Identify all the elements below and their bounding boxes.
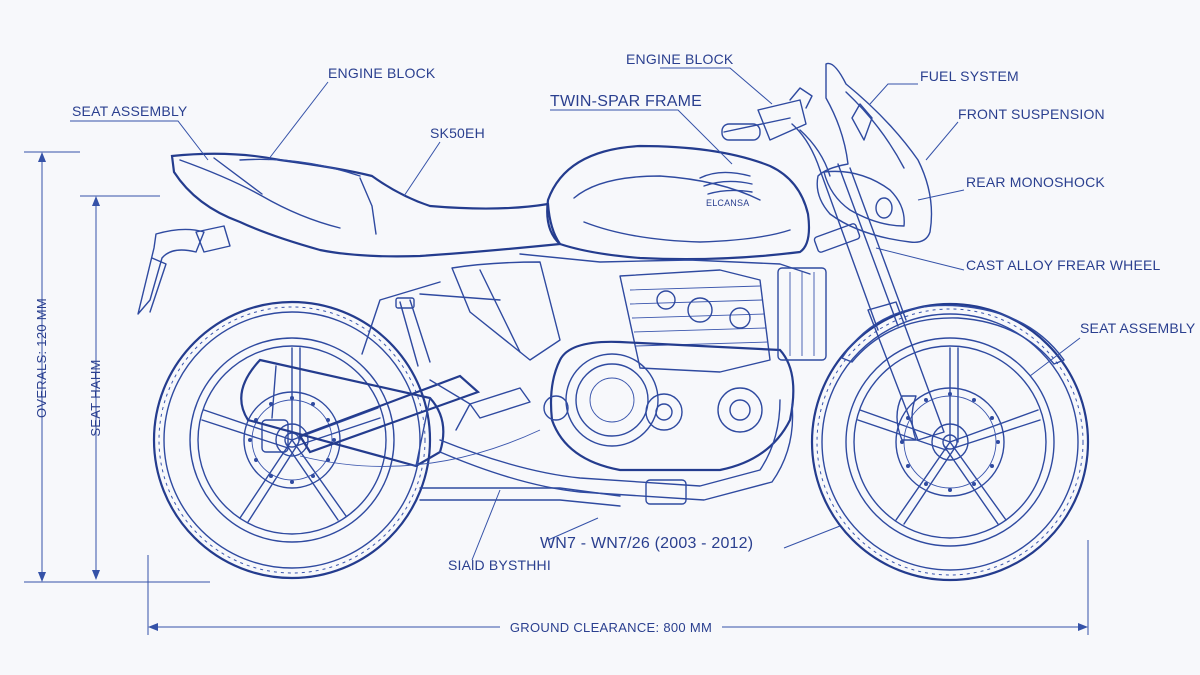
fuel-tank — [546, 144, 811, 261]
front-fender — [841, 304, 1065, 365]
headlight-fairing — [816, 62, 933, 243]
leader-stand-system — [471, 489, 501, 561]
callout-fuel-system: FUEL SYSTEM — [920, 68, 1019, 84]
arrow-right — [1078, 623, 1088, 631]
drive-chain — [299, 429, 541, 467]
frame — [298, 253, 811, 454]
leader-fuel-system — [869, 83, 918, 105]
tank-badge: ELCANSA — [706, 198, 749, 208]
arrow-down-2 — [92, 570, 100, 580]
ground-clearance-label: GROUND CLEARANCE: 800 MM — [510, 620, 712, 635]
callout-twin-spar-frame: TWIN-SPAR FRAME — [550, 93, 702, 110]
handlebar — [721, 87, 831, 177]
arrow-up — [38, 152, 46, 162]
exhaust — [240, 358, 794, 507]
leader-front-suspension — [925, 121, 959, 161]
overall-dimension-label: OVERALS: 120 MM — [34, 298, 49, 418]
leader-rear-monoshock — [917, 189, 965, 201]
arrow-down — [38, 572, 46, 582]
leader-engine-block-top — [660, 67, 773, 105]
front-forks — [813, 163, 945, 441]
leader-seat-assembly-right — [1029, 337, 1081, 377]
leader-lines — [70, 67, 1081, 561]
leader-model-years-2 — [547, 517, 599, 541]
callout-seat-assembly-left: SEAT ASSEMBLY — [72, 103, 188, 119]
seat-height-label: SEAT HAHM — [88, 359, 103, 436]
callout-model-years: WN7 - WN7/26 (2003 - 2012) — [540, 535, 753, 552]
callout-engine-block-top: ENGINE BLOCK — [626, 51, 734, 67]
callout-seat-assembly-right: SEAT ASSEMBLY — [1080, 320, 1196, 336]
dimension-lines — [24, 151, 1089, 635]
arrow-up-2 — [92, 196, 100, 206]
arrow-left — [148, 623, 158, 631]
front-wheel — [810, 302, 1090, 582]
leader-cast-alloy-wheel — [875, 247, 965, 271]
callout-stand-system: SIAlD BYSTHHI — [448, 557, 551, 573]
callout-sk50eh: SK50EH — [430, 125, 485, 141]
engine — [429, 267, 827, 472]
leader-seat-assembly-left — [70, 120, 209, 161]
callout-engine-block-left: ENGINE BLOCK — [328, 65, 436, 81]
rear-wheel — [152, 300, 432, 580]
callout-cast-alloy-wheel: CAST ALLOY FREAR WHEEL — [966, 257, 1161, 273]
seat-and-tail — [137, 152, 562, 315]
callout-rear-monoshock: REAR MONOSHOCK — [966, 174, 1105, 190]
leader-sk50eh — [403, 141, 441, 197]
leader-engine-block-left — [267, 81, 329, 161]
leader-twin-spar-frame — [550, 109, 733, 165]
callout-front-suspension: FRONT SUSPENSION — [958, 106, 1105, 122]
leader-model-years — [783, 525, 841, 549]
